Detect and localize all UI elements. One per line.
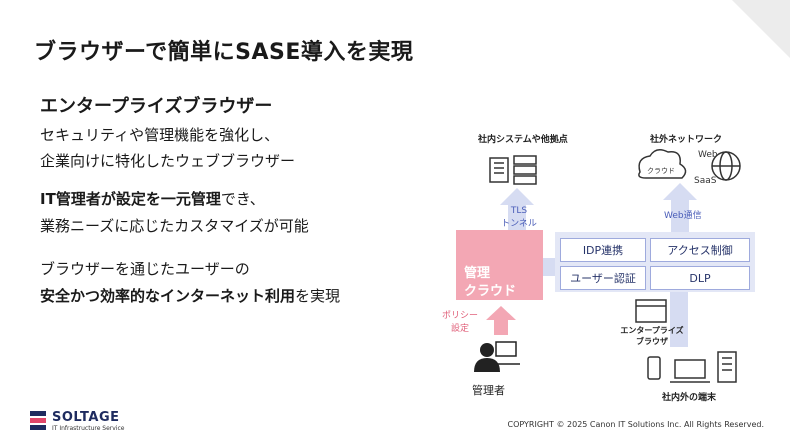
text-line: 企業向けに特化したウェブブラウザー xyxy=(40,152,296,170)
web-arrow xyxy=(663,183,697,232)
management-cloud-box xyxy=(456,230,543,300)
internal-systems-label: 社内システムや他拠点 xyxy=(478,135,568,145)
corner-decoration xyxy=(732,0,790,58)
bold-text: IT管理者が設定を一元管理 xyxy=(40,190,221,208)
user-auth-box: ユーザー認証 xyxy=(560,266,646,290)
text: を実現 xyxy=(295,287,341,305)
tls-tunnel-label: TLS トンネル xyxy=(501,206,537,229)
cloud-icon xyxy=(638,149,687,179)
slide-subtitle: エンタープライズブラウザー xyxy=(40,96,273,117)
slide-title: ブラウザーで簡単にSASE導入を実現 xyxy=(34,40,414,65)
external-network-label: 社外ネットワーク xyxy=(650,135,723,145)
browser-window-icon xyxy=(635,299,667,323)
management-cloud-label-1: 管理 xyxy=(464,266,491,281)
office-building-icon xyxy=(717,351,737,383)
policy-setting-label: ポリシー 設定 xyxy=(441,311,478,334)
saas-text: SaaS xyxy=(694,176,717,186)
building-icon xyxy=(489,157,509,183)
logo-subtext: IT Infrastructure Service xyxy=(52,425,125,432)
connector xyxy=(670,292,688,347)
text-line: IT管理者が設定を一元管理でき、 xyxy=(40,188,265,209)
access-control-box: アクセス制御 xyxy=(650,238,750,262)
server-icon xyxy=(513,155,537,185)
logo-text: SOLTAGE xyxy=(52,410,120,425)
web-text: Web xyxy=(698,150,718,160)
idp-integration-box: IDP連携 xyxy=(560,238,646,262)
web-communication-label: Web通信 xyxy=(664,211,702,221)
text: でき、 xyxy=(220,190,265,208)
smartphone-icon xyxy=(647,356,661,380)
text-line: 業務ニーズに応じたカスタマイズが可能 xyxy=(40,217,309,235)
management-cloud-label-2: クラウド xyxy=(464,284,517,299)
bold-text: 安全かつ効率的なインターネット利用 xyxy=(40,287,296,305)
text-line: ブラウザーを通じたユーザーの xyxy=(40,260,250,278)
admin-label: 管理者 xyxy=(472,384,505,397)
copyright: COPYRIGHT © 2025 Canon IT Solutions Inc.… xyxy=(507,420,764,429)
cloud-text: クラウド xyxy=(647,167,675,175)
laptop-icon xyxy=(670,359,710,383)
devices-label: 社内外の端末 xyxy=(662,393,717,403)
soltage-logo-mark xyxy=(30,411,46,430)
admin-person-icon xyxy=(474,341,520,372)
dlp-box: DLP xyxy=(650,266,750,290)
text-line: 安全かつ効率的なインターネット利用を実現 xyxy=(40,285,340,306)
policy-arrow xyxy=(486,306,516,335)
text-line: セキュリティや管理機能を強化し、 xyxy=(40,126,280,144)
enterprise-browser-label: エンタープライズ ブラウザ xyxy=(620,326,684,346)
globe-icon xyxy=(711,151,741,181)
